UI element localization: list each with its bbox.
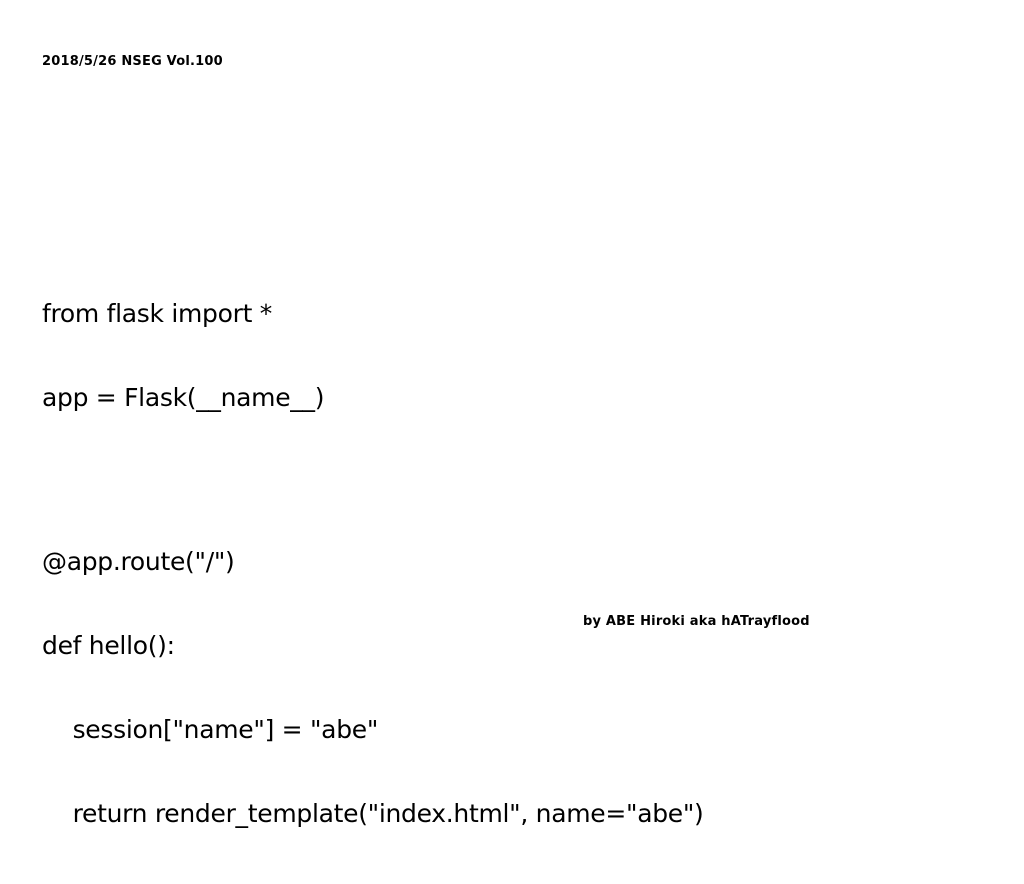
code-line-decorator: @app.route("/")	[42, 547, 235, 576]
code-line-import: from flask import *	[42, 299, 272, 328]
author-credit: by ABE Hiroki aka hATrayflood	[583, 614, 810, 629]
event-date-header: 2018/5/26 NSEG Vol.100	[42, 54, 223, 69]
code-line-return: return render_template("index.html", nam…	[42, 799, 704, 828]
code-line-def: def hello():	[42, 631, 175, 660]
code-block: from flask import * app = Flask(__name__…	[42, 244, 704, 884]
code-line-app: app = Flask(__name__)	[42, 383, 325, 412]
code-line-blank	[42, 468, 704, 492]
code-line-session: session["name"] = "abe"	[42, 715, 379, 744]
